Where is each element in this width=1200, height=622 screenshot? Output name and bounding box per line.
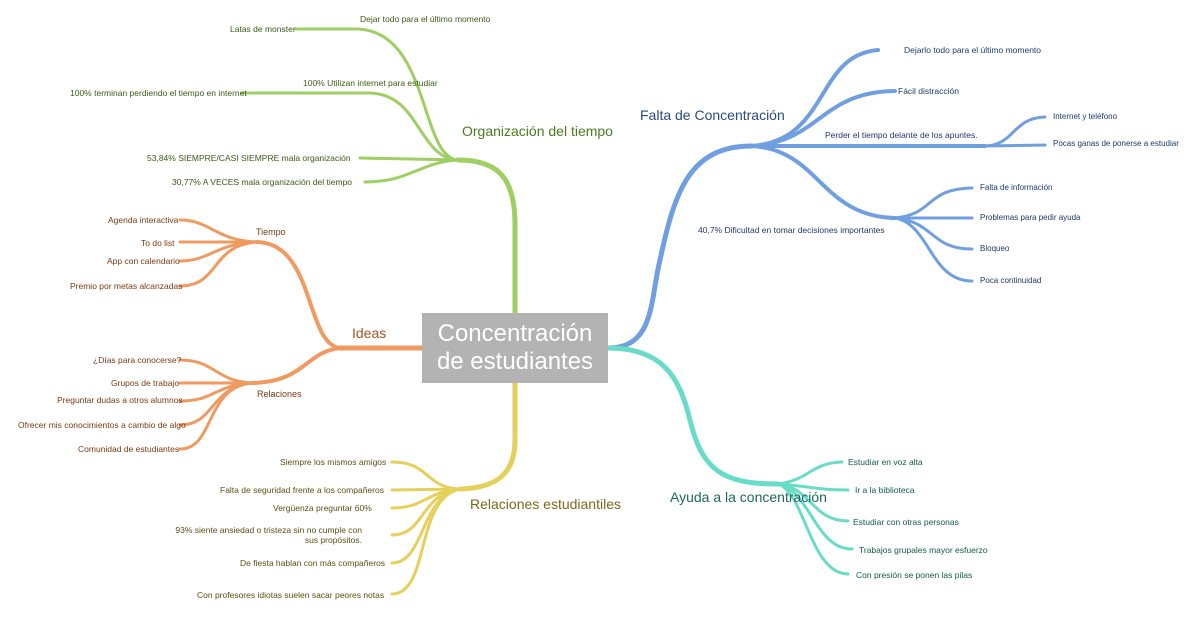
central-topic[interactable]: Concentración de estudiantes [422,313,608,383]
falta-item-dificultad[interactable]: 40,7% Dificultad en tomar decisiones imp… [698,225,885,235]
falta-item-bloqueo[interactable]: Bloqueo [980,244,1010,253]
rel-item-comunidad[interactable]: Comunidad de estudiantes [78,444,180,454]
tiempo-item-app[interactable]: App con calendario [107,256,180,266]
org-item-internet[interactable]: 100% Utilizan internet para estudiar [303,78,438,88]
tiempo-item-agenda[interactable]: Agenda interactiva [108,215,179,225]
relest-item-verguenza[interactable]: Vergüenza preguntar 60% [273,503,372,513]
ayuda-item-otras[interactable]: Estudiar con otras personas [853,517,959,527]
rel-item-grupos[interactable]: Grupos de trabajo [111,378,180,388]
ideas-relaciones[interactable]: Relaciones [257,389,302,399]
org-item-aveces[interactable]: 30,77% A VECES mala organización del tie… [172,177,353,187]
org-item-dejar[interactable]: Dejar todo para el último momento [360,14,491,24]
falta-item-internet[interactable]: Internet y teléfono [1053,112,1118,121]
branch-organizacion[interactable]: Organización del tiempo [462,123,613,139]
relest-item-profesores[interactable]: Con profesores idiotas suelen sacar peor… [197,590,385,600]
org-item-perdiendo[interactable]: 100% terminan perdiendo el tiempo en int… [70,88,247,98]
tiempo-item-todo[interactable]: To do list [141,238,175,248]
falta-item-pocas[interactable]: Pocas ganas de ponerse a estudiar [1053,139,1179,148]
tiempo-item-premio[interactable]: Premio por metas alcanzadas [70,281,183,291]
ideas-tiempo[interactable]: Tiempo [256,227,286,237]
branch-ideas[interactable]: Ideas [352,325,387,341]
rel-item-preguntar[interactable]: Preguntar dudas a otros alumnos [57,395,183,405]
ayuda-item-voz[interactable]: Estudiar en voz alta [848,457,923,467]
ayuda-connectors [605,345,854,576]
ayuda-item-presion[interactable]: Con presión se ponen las pilas [856,570,973,580]
central-topic-line2: de estudiantes [436,348,594,375]
falta-connectors [605,48,1047,351]
central-topic-line1: Concentración [437,320,593,347]
ayuda-item-biblioteca[interactable]: Ir a la biblioteca [855,485,915,495]
branch-ayuda[interactable]: Ayuda a la concentración [670,489,827,505]
branch-relaciones[interactable]: Relaciones estudiantiles [470,496,621,512]
falta-item-problemas[interactable]: Problemas para pedir ayuda [980,213,1081,222]
falta-item-perder[interactable]: Perder el tiempo delante de los apuntes. [825,130,978,140]
relest-item-seguridad[interactable]: Falta de seguridad frente a los compañer… [220,485,384,495]
falta-item-poca[interactable]: Poca continuidad [980,276,1042,285]
ayuda-item-grupales[interactable]: Trabajos grupales mayor esfuerzo [859,545,988,555]
branch-falta[interactable]: Falta de Concentración [640,107,785,123]
falta-item-dejarlo[interactable]: Dejarlo todo para el último momento [904,45,1042,55]
relaciones-connectors [390,380,518,596]
ideas-connectors [178,218,425,451]
rel-item-dias[interactable]: ¿Días para conocerse? [93,355,182,365]
relest-item-ansiedad[interactable]: 93% siente ansiedad o tristeza sin no cu… [175,525,362,545]
org-item-siempre[interactable]: 53,84% SIEMPRE/CASI SIEMPRE mala organiz… [147,153,351,163]
relest-item-fiesta[interactable]: De fiesta hablan con más compañeros [240,558,386,568]
relest-item-amigos[interactable]: Siempre los mismos amigos [280,457,387,467]
org-item-latas[interactable]: Latas de monster [230,24,296,34]
falta-item-facil[interactable]: Fácil distracción [898,86,959,96]
organizacion-connectors [240,27,518,316]
falta-item-info[interactable]: Falta de información [980,183,1053,192]
rel-item-ofrecer[interactable]: Ofrecer mis conocimientos a cambio de al… [18,420,186,430]
